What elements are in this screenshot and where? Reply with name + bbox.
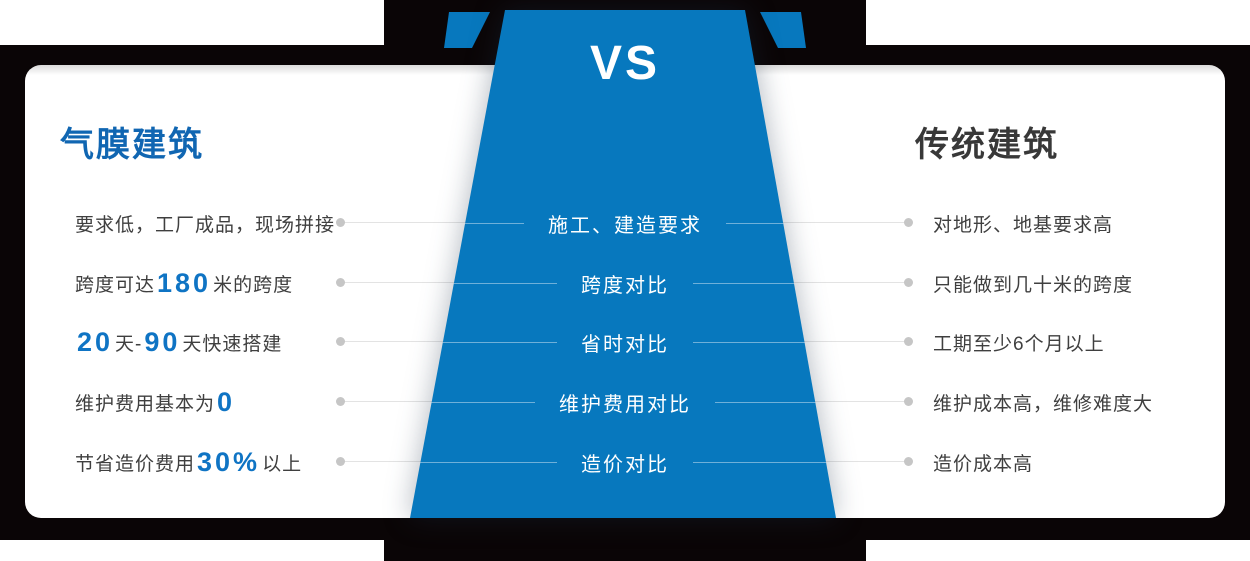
row-text-segment: 跨度可达 — [75, 274, 156, 296]
center-line-right — [693, 282, 836, 284]
highlight-number: 180 — [157, 267, 212, 298]
connector-dot — [336, 218, 345, 227]
left-column-title: 气膜建筑 — [60, 126, 204, 164]
center-row: 维护费用对比 — [410, 387, 836, 417]
center-line-left — [410, 341, 557, 343]
right-column-title: 传统建筑 — [915, 126, 1059, 164]
right-row-text: 维护成本高，维修难度大 — [933, 393, 1154, 415]
center-row-label: 造价对比 — [581, 453, 669, 476]
center-line-left — [410, 222, 524, 224]
center-line-left — [410, 461, 557, 463]
vs-trapezoid: VS 施工、建造要求跨度对比省时对比维护费用对比造价对比 — [410, 10, 836, 518]
left-row-text: 维护费用基本为 0 — [75, 384, 237, 420]
right-row-text: 对地形、地基要求高 — [933, 214, 1114, 236]
center-row: 造价对比 — [410, 447, 836, 477]
left-row-text: 20 天- 90 天快速搭建 — [75, 324, 282, 360]
row-text-segment: 天快速搭建 — [182, 333, 283, 355]
row-text-segment: 维护费用基本为 — [75, 393, 216, 415]
center-row: 省时对比 — [410, 327, 836, 357]
row-text-segment: 以上 — [262, 453, 303, 475]
connector-dot — [904, 337, 913, 346]
right-row-text: 工期至少6个月以上 — [933, 333, 1105, 355]
connector-dot — [336, 397, 345, 406]
center-row-label: 维护费用对比 — [559, 393, 691, 416]
connector-dot — [904, 218, 913, 227]
center-line-right — [726, 222, 836, 224]
connector-dot — [336, 457, 345, 466]
connector-dot — [904, 457, 913, 466]
right-row-text: 只能做到几十米的跨度 — [933, 274, 1134, 296]
connector-dot — [904, 397, 913, 406]
black-bottom-bar — [384, 540, 866, 561]
center-row-label: 省时对比 — [581, 333, 669, 356]
left-row-text: 要求低，工厂成品，现场拼接 — [75, 205, 335, 241]
row-text-segment: 要求低，工厂成品，现场拼接 — [75, 214, 336, 236]
center-row: 施工、建造要求 — [410, 208, 836, 238]
right-row-text: 造价成本高 — [933, 453, 1034, 475]
vs-trapezoid-wrap: VS 施工、建造要求跨度对比省时对比维护费用对比造价对比 — [400, 0, 850, 518]
center-line-left — [410, 401, 535, 403]
vs-label: VS — [589, 37, 661, 90]
highlight-number: 30% — [197, 446, 261, 477]
center-row-label: 施工、建造要求 — [548, 214, 702, 237]
left-row-text: 节省造价费用 30% 以上 — [75, 444, 302, 480]
highlight-number: 20 — [77, 326, 114, 357]
center-line-left — [410, 282, 557, 284]
center-row-label: 跨度对比 — [581, 274, 669, 297]
row-text-segment: 天- — [115, 333, 143, 355]
center-line-right — [693, 341, 836, 343]
connector-dot — [336, 337, 345, 346]
row-text-segment: 节省造价费用 — [75, 453, 196, 475]
center-line-right — [715, 401, 836, 403]
highlight-number: 0 — [217, 386, 236, 417]
left-row-text: 跨度可达 180 米的跨度 — [75, 265, 293, 301]
connector-dot — [336, 278, 345, 287]
connector-dot — [904, 278, 913, 287]
center-row: 跨度对比 — [410, 268, 836, 298]
row-text-segment: 米的跨度 — [213, 274, 294, 296]
center-line-right — [693, 461, 836, 463]
highlight-number: 90 — [144, 326, 181, 357]
